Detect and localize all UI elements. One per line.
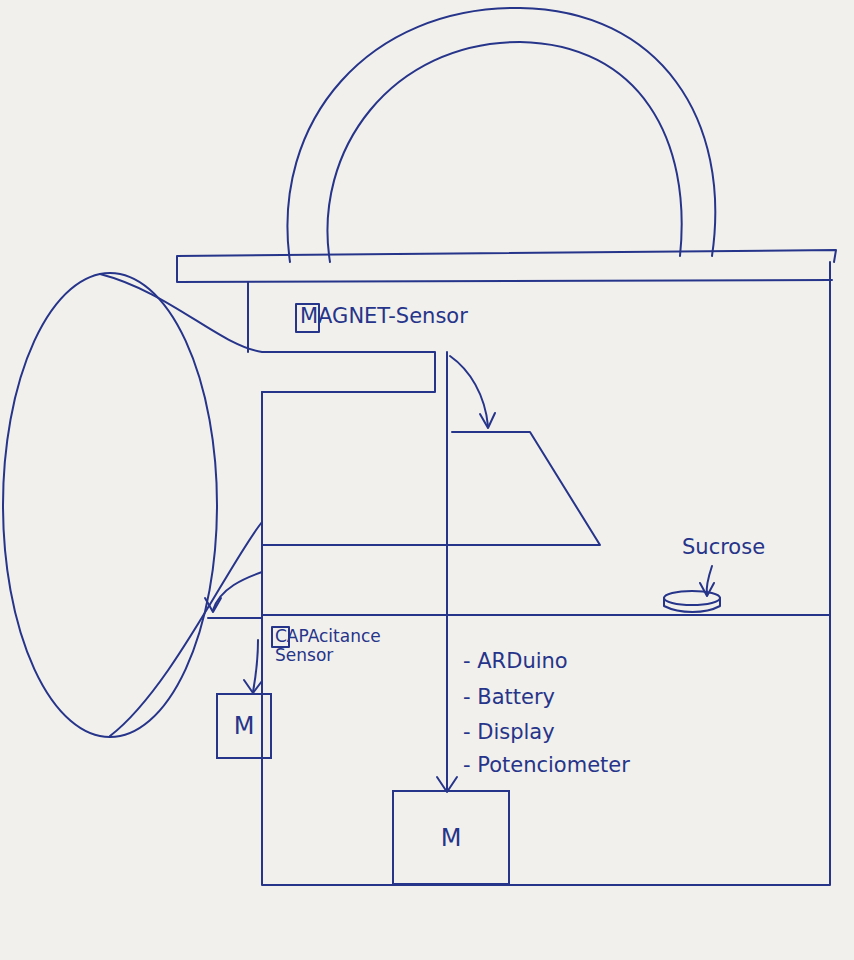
body-upper-left — [247, 282, 249, 352]
motor-box: M — [392, 790, 510, 885]
horn-top — [100, 274, 435, 392]
handwritten-note: - ARDuino — [463, 650, 568, 673]
top-plank — [177, 250, 836, 282]
body-outline — [262, 262, 830, 885]
flow-arrow — [450, 356, 488, 426]
exit-arrow — [213, 572, 262, 610]
handwritten-note: - Display — [463, 721, 555, 744]
exit-floor — [208, 617, 262, 619]
horn-mouth — [3, 273, 217, 737]
motor-label: M — [234, 712, 255, 740]
horn-bottom — [110, 522, 262, 736]
handwritten-note: MAGNET-Sensor — [300, 305, 468, 328]
chute — [262, 432, 600, 545]
handwritten-note: CAPAcitance Sensor — [275, 627, 395, 664]
arrow-head — [480, 413, 495, 428]
motor-box: M — [216, 693, 272, 759]
drop-line — [446, 352, 448, 790]
handle-outer — [287, 8, 715, 262]
sucrose-disk — [664, 591, 720, 605]
motor-label: M — [441, 824, 462, 852]
arrow-head — [205, 598, 221, 612]
handwritten-note: - Potenciometer — [463, 754, 630, 777]
sucrose-disk-side — [664, 598, 720, 612]
divider — [262, 614, 830, 616]
handwritten-note: - Battery — [463, 686, 555, 709]
sensor-line — [253, 640, 258, 692]
arrow-head — [244, 680, 262, 693]
handle-inner — [327, 42, 681, 262]
handwritten-note: Sucrose — [682, 536, 765, 559]
